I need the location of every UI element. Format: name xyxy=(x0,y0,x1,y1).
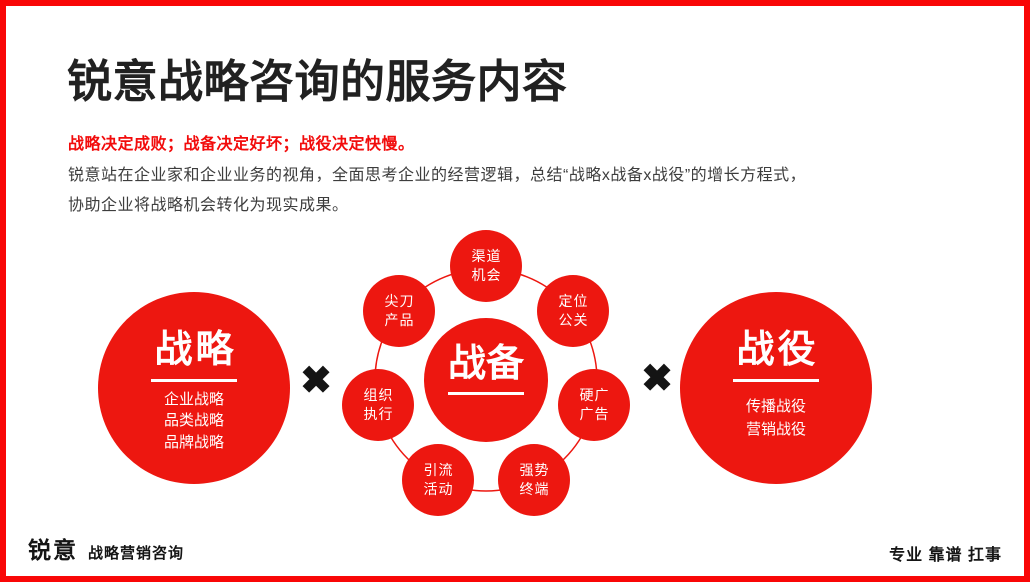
satellite-label: 尖刀 xyxy=(384,292,415,309)
intro-line-2: 协助企业将战略机会转化为现实成果。 xyxy=(68,196,349,214)
intro-paragraph: 锐意站在企业家和企业业务的视角，全面思考企业的经营逻辑，总结“战略x战备x战役”… xyxy=(68,161,806,220)
readiness-circle: 战备 xyxy=(424,318,548,442)
satellite-label: 引流 xyxy=(423,461,454,478)
satellite-label: 强势 xyxy=(519,461,550,478)
strategy-item: 品类战略 xyxy=(163,412,224,430)
satellite-label: 广告 xyxy=(579,406,610,422)
satellite-label: 组织 xyxy=(363,386,394,403)
satellite-label: 渠道 xyxy=(471,247,502,264)
strategy-items: 企业战略 品类战略 品牌战略 xyxy=(164,389,224,454)
strategy-title: 战略 xyxy=(154,329,237,371)
satellite-label: 定位 xyxy=(558,292,589,309)
satellite-circle-spearhead-product: 尖刀 产品 xyxy=(363,275,435,347)
satellite-label: 硬广 xyxy=(579,386,610,403)
campaign-circle: 战役 传播战役 营销战役 xyxy=(680,292,872,484)
campaign-title: 战役 xyxy=(736,329,819,371)
page-title: 锐意战略咨询的服务内容 xyxy=(67,55,568,108)
intro-line-1: 锐意站在企业家和企业业务的视角，全面思考企业的经营逻辑，总结“战略x战备x战役”… xyxy=(68,167,807,184)
satellite-circle-strong-terminal: 强势 终端 xyxy=(498,444,570,516)
strategy-underline xyxy=(151,378,237,382)
campaign-underline xyxy=(733,378,819,382)
satellite-label: 执行 xyxy=(363,406,394,422)
satellite-label: 活动 xyxy=(423,481,454,497)
strategy-item: 企业战略 xyxy=(163,390,224,408)
footer-tagline: 专业 靠谱 扛事 xyxy=(889,547,1002,564)
multiply-icon-left: ✖ xyxy=(300,359,332,402)
readiness-title: 战备 xyxy=(447,343,524,385)
slogan-line: 战略决定成败；战备决定好坏；战役决定快慢。 xyxy=(68,136,415,153)
satellite-circle-organization-execution: 组织 执行 xyxy=(342,369,414,441)
brand-suffix: 战略营销咨询 xyxy=(88,545,185,562)
satellite-label: 公关 xyxy=(558,312,589,328)
satellite-circle-channel-opportunity: 渠道 机会 xyxy=(450,230,522,302)
satellite-label: 终端 xyxy=(519,481,550,497)
campaign-item: 传播战役 xyxy=(745,397,806,415)
multiply-icon-right: ✖ xyxy=(641,357,673,400)
strategy-item: 品牌战略 xyxy=(163,433,224,451)
satellite-label: 产品 xyxy=(384,312,415,328)
strategy-circle: 战略 企业战略 品类战略 品牌战略 xyxy=(98,292,290,484)
campaign-items: 传播战役 营销战役 xyxy=(746,395,806,441)
brand-logo-text: 锐意 xyxy=(28,537,78,563)
satellite-circle-traffic-activity: 引流 活动 xyxy=(402,444,474,516)
satellite-circle-positioning-pr: 定位 公关 xyxy=(537,275,609,347)
readiness-underline xyxy=(448,391,524,395)
satellite-label: 机会 xyxy=(471,267,502,283)
footer-brand-lockup: 锐意 战略营销咨询 xyxy=(28,531,184,565)
satellite-circle-hard-advertising: 硬广 广告 xyxy=(558,369,630,441)
campaign-item: 营销战役 xyxy=(745,420,806,438)
